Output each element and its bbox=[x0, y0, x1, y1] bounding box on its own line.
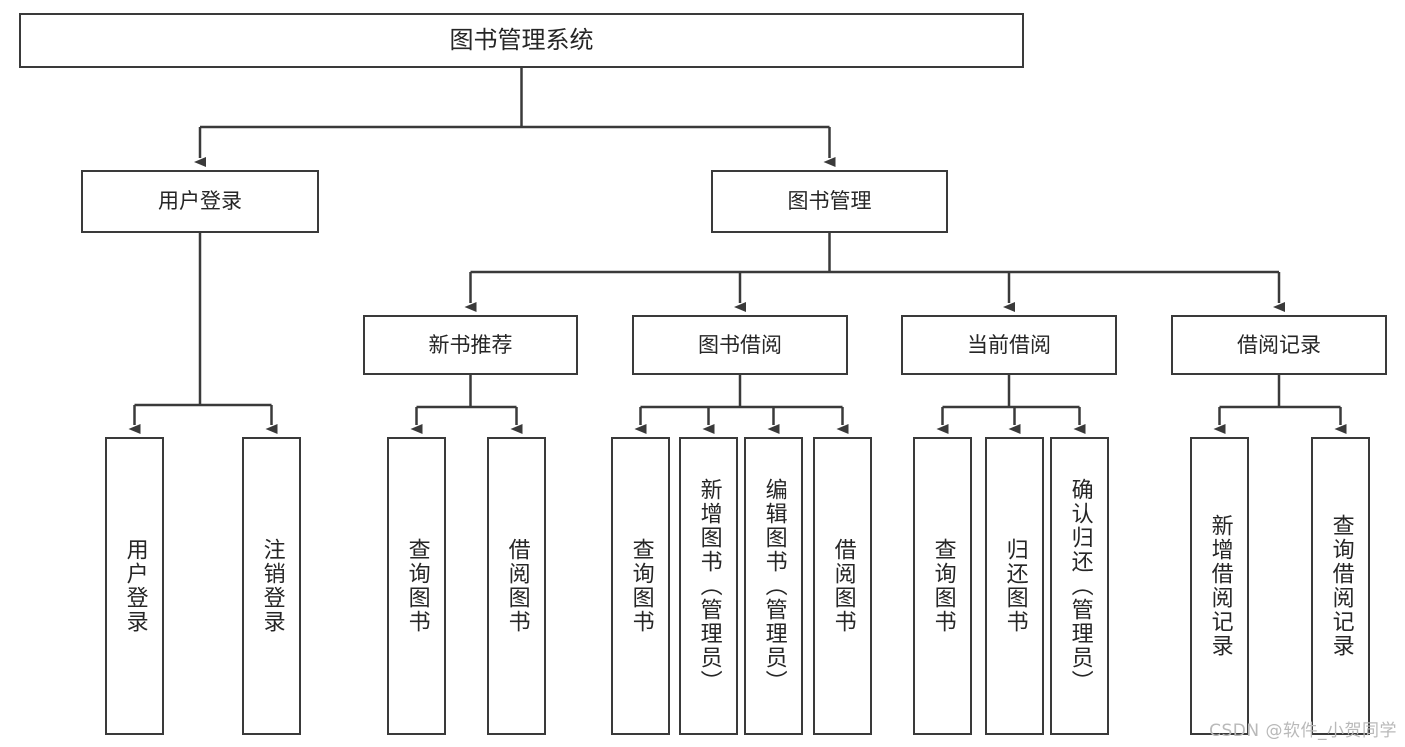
node-root-label: 图书管理系统 bbox=[449, 26, 594, 55]
node-book-borrow-label: 图书借阅 bbox=[698, 332, 782, 357]
leaf-leaf-add-record[interactable]: 新增借阅记录 bbox=[1190, 437, 1249, 735]
leaf-leaf-query-book-2[interactable]: 查询图书 bbox=[611, 437, 670, 735]
leaf-leaf-logout[interactable]: 注销登录 bbox=[242, 437, 301, 735]
leaf-leaf-edit-book-label: 编辑图书（管理员） bbox=[761, 478, 787, 694]
leaf-leaf-borrow-book-2[interactable]: 借阅图书 bbox=[813, 437, 872, 735]
leaf-leaf-borrow-book-1[interactable]: 借阅图书 bbox=[487, 437, 546, 735]
leaf-leaf-confirm-return-label: 确认归还（管理员） bbox=[1067, 478, 1093, 694]
leaf-leaf-query-book-3[interactable]: 查询图书 bbox=[913, 437, 972, 735]
node-user-login[interactable]: 用户登录 bbox=[81, 170, 319, 233]
leaf-leaf-query-book-3-label: 查询图书 bbox=[930, 538, 956, 634]
leaf-leaf-query-record-label: 查询借阅记录 bbox=[1328, 514, 1354, 658]
node-root[interactable]: 图书管理系统 bbox=[19, 13, 1024, 68]
leaf-leaf-user-login[interactable]: 用户登录 bbox=[105, 437, 164, 735]
node-borrow-record[interactable]: 借阅记录 bbox=[1171, 315, 1387, 375]
node-book-manage-label: 图书管理 bbox=[787, 189, 872, 214]
watermark-label: CSDN @软件_小贺同学 bbox=[1209, 721, 1397, 741]
leaf-leaf-query-book-2-label: 查询图书 bbox=[628, 538, 654, 634]
node-user-login-label: 用户登录 bbox=[158, 189, 242, 214]
leaf-leaf-return-book-label: 归还图书 bbox=[1002, 538, 1028, 634]
node-new-book-recommend-label: 新书推荐 bbox=[428, 332, 513, 357]
leaf-leaf-borrow-book-1-label: 借阅图书 bbox=[504, 538, 530, 634]
node-book-manage[interactable]: 图书管理 bbox=[711, 170, 948, 233]
node-book-borrow[interactable]: 图书借阅 bbox=[632, 315, 848, 375]
leaf-leaf-query-record[interactable]: 查询借阅记录 bbox=[1311, 437, 1370, 735]
leaf-leaf-query-book-1[interactable]: 查询图书 bbox=[387, 437, 446, 735]
node-borrow-record-label: 借阅记录 bbox=[1237, 332, 1321, 357]
node-current-borrow-label: 当前借阅 bbox=[967, 332, 1051, 357]
leaf-leaf-confirm-return[interactable]: 确认归还（管理员） bbox=[1050, 437, 1109, 735]
leaf-leaf-borrow-book-2-label: 借阅图书 bbox=[830, 538, 856, 634]
leaf-leaf-add-book-label: 新增图书（管理员） bbox=[696, 478, 722, 694]
leaf-leaf-edit-book[interactable]: 编辑图书（管理员） bbox=[744, 437, 803, 735]
leaf-leaf-return-book[interactable]: 归还图书 bbox=[985, 437, 1044, 735]
node-new-book-recommend[interactable]: 新书推荐 bbox=[363, 315, 578, 375]
leaf-leaf-add-record-label: 新增借阅记录 bbox=[1207, 514, 1233, 658]
connector-group bbox=[128, 68, 1347, 434]
leaf-leaf-add-book[interactable]: 新增图书（管理员） bbox=[679, 437, 738, 735]
leaf-leaf-user-login-label: 用户登录 bbox=[122, 538, 148, 634]
node-current-borrow[interactable]: 当前借阅 bbox=[901, 315, 1117, 375]
leaf-leaf-logout-label: 注销登录 bbox=[259, 538, 285, 634]
leaf-leaf-query-book-1-label: 查询图书 bbox=[404, 538, 430, 634]
